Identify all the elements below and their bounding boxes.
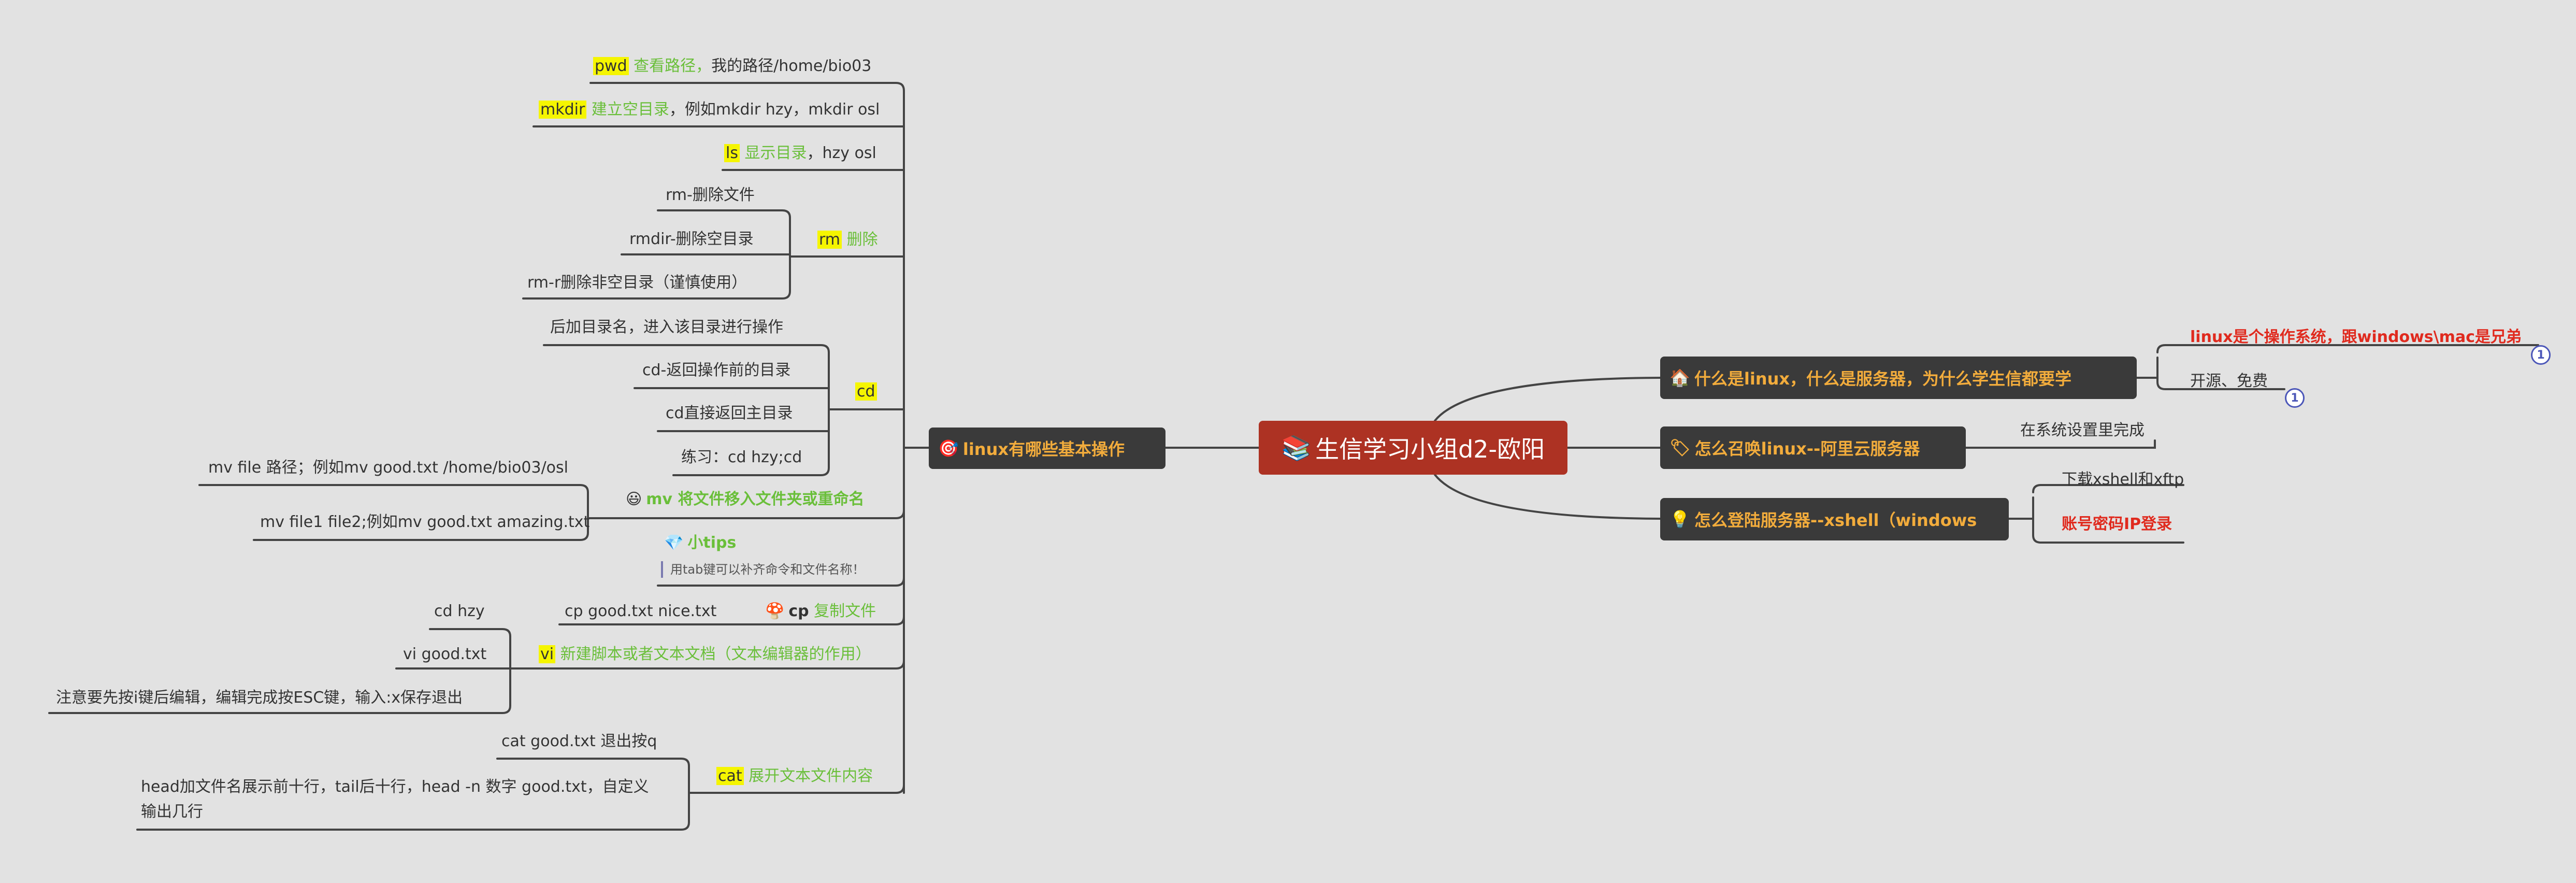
mkdir-example: ，例如mkdir hzy，mkdir osl [669,101,880,119]
tag-icon: 🏷 [1670,438,1691,458]
tips-label: 小tips [687,534,737,552]
mkdir-command: mkdir [539,101,587,119]
vi-command: vi [539,645,556,663]
ls-command: ls [724,144,740,162]
cp-command: cp [788,602,809,620]
ls-desc: 显示目录 [739,144,807,162]
cat-quit-note: cat good.txt 退出按q [501,732,657,750]
cd-enter-note: 后加目录名，进入该目录进行操作 [550,318,783,336]
mv-item[interactable]: 😃mv 将文件移入文件夹或重命名 [626,489,865,510]
pwd-desc: 查看路径， [628,57,712,75]
node-label: 什么是linux，什么是服务器，为什么学生信都要学 [1694,369,2071,389]
mushroom-icon: 🍄 [765,602,785,620]
pwd-example: 我的路径/home/bio03 [711,57,872,75]
tips-item[interactable]: 💎小tips [664,533,736,553]
mv-label: mv 将文件移入文件夹或重命名 [646,490,865,508]
node-what-is-linux[interactable]: 🏠 什么是linux，什么是服务器，为什么学生信都要学 [1660,357,2137,399]
mkdir-desc: 建立空目录 [586,101,669,119]
vi-desc: 新建脚本或者文本文档（文本编辑器的作用） [555,645,871,663]
node-basic-operations[interactable]: 🎯 linux有哪些基本操作 [929,428,1165,469]
tips-note: 用tab键可以补齐命令和文件名称！ [661,561,865,578]
cd-practice-note: 练习：cd hzy;cd [681,448,802,466]
cp-item[interactable]: 🍄cp 复制文件 [765,601,876,622]
node-label: linux有哪些基本操作 [962,439,1125,459]
rm-r-note: rm-r删除非空目录（谨慎使用） [527,274,747,292]
node-label: 怎么召唤linux--阿里云服务器 [1694,439,1920,459]
open-source-note: 开源、免费 [2190,372,2268,390]
cat-head-line1: head加文件名展示前十行，tail后十行，head -n 数字 good.tx… [141,778,649,796]
download-xshell-note: 下载xshell和xftp [2062,471,2184,489]
target-icon: 🎯 [938,438,959,458]
mv-path-note: mv file 路径；例如mv good.txt /home/bio03/osl [208,459,568,477]
cat-head-tail-note: head加文件名展示前十行，tail后十行，head -n 数字 good.tx… [141,774,649,825]
linux-os-note: linux是个操作系统，跟windows\mac是兄弟 [2190,328,2522,346]
cd-back-note: cd-返回操作前的目录 [642,361,791,379]
cat-command: cat [716,767,744,785]
system-settings-note: 在系统设置里完成 [2020,421,2145,439]
pwd-item[interactable]: pwd 查看路径，我的路径/home/bio03 [593,56,871,77]
central-topic-label: 生信学习小组d2-欧阳 [1315,435,1545,463]
account-login-note: 账号密码IP登录 [2062,515,2172,533]
pwd-command: pwd [593,57,629,75]
house-icon: 🏠 [1670,368,1690,388]
ls-item[interactable]: ls 显示目录，hzy osl [724,143,876,164]
lightbulb-icon: 💡 [1670,509,1690,529]
marker-badge-1[interactable]: 1 [2531,345,2551,365]
marker-badge-2[interactable]: 1 [2285,388,2305,408]
cp-desc: 复制文件 [809,602,876,620]
cd-home-note: cd直接返回主目录 [666,404,793,422]
mv-rename-note: mv file1 file2;例如mv good.txt amazing.txt [260,513,590,531]
central-topic[interactable]: 📚 生信学习小组d2-欧阳 [1259,421,1567,475]
vi-edit-note: 注意要先按i键后编辑，编辑完成按ESC键，输入:x保存退出 [56,689,463,707]
rm-item[interactable]: rm 删除 [817,230,878,250]
node-summon-linux[interactable]: 🏷 怎么召唤linux--阿里云服务器 [1660,426,1966,469]
cp-example: cp good.txt nice.txt [565,602,717,620]
cat-head-line2: 输出几行 [141,803,203,821]
cat-desc: 展开文本文件内容 [743,767,873,785]
vi-open-note: vi good.txt [403,645,487,663]
vi-item[interactable]: vi 新建脚本或者文本文档（文本编辑器的作用） [539,644,871,665]
smile-icon: 😃 [626,490,642,508]
cd-command: cd [855,382,877,401]
node-login-server[interactable]: 💡 怎么登陆服务器--xshell（windows [1660,498,2009,540]
ls-example: ，hzy osl [807,144,876,162]
mkdir-item[interactable]: mkdir 建立空目录，例如mkdir hzy，mkdir osl [539,99,880,120]
cd-item[interactable]: cd [855,381,877,402]
books-icon: 📚 [1281,433,1312,462]
rmdir-note: rmdir-删除空目录 [629,230,754,248]
cat-item[interactable]: cat 展开文本文件内容 [716,766,873,787]
gem-icon: 💎 [664,534,684,552]
rm-desc: 删除 [842,231,878,249]
rm-file-note: rm-删除文件 [666,186,755,204]
rm-command: rm [817,231,842,249]
vi-cd-note: cd hzy [434,602,485,620]
node-label: 怎么登陆服务器--xshell（windows [1694,510,1977,530]
